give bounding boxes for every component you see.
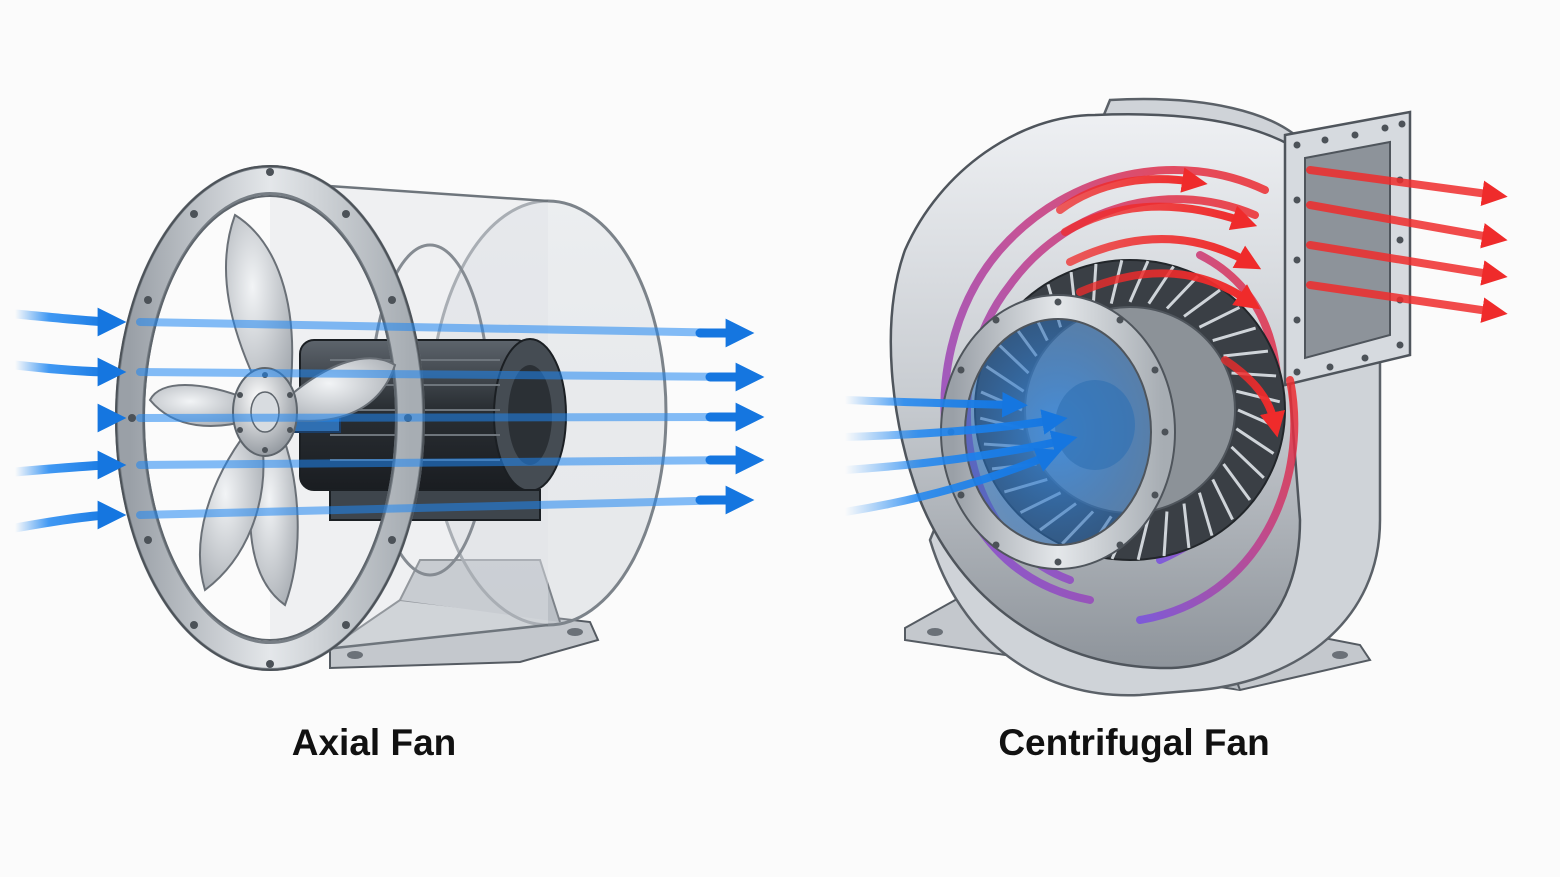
impeller-blade (1162, 511, 1169, 557)
inlet-arrow (841, 448, 1062, 516)
axial-fan-label: Axial Fan (291, 722, 457, 763)
outlet-arrow (1306, 201, 1508, 249)
axial-airflow (10, 307, 127, 533)
impeller-blade (1136, 516, 1151, 561)
impeller-blade (1165, 275, 1199, 310)
impeller-blade (1223, 349, 1269, 358)
outlet-arrow (1306, 281, 1508, 323)
impeller-blade (1128, 260, 1150, 303)
impeller-blade (1236, 389, 1281, 404)
inlet-arrow (841, 391, 1028, 418)
impeller-blade (1183, 288, 1221, 318)
impeller-blade (1235, 427, 1275, 455)
axial-inflow-arrow (10, 450, 127, 480)
curved-discharge-arrow (1061, 202, 1258, 236)
curved-discharge-arrow (1056, 167, 1208, 214)
centrifugal-inlet-flow (841, 391, 1078, 516)
centrifugal-outlet-flow (1306, 166, 1508, 323)
axial-airflow-through (136, 318, 749, 519)
axial-outflow (695, 318, 765, 515)
curved-discharge-arrow (1066, 235, 1262, 270)
impeller-blade (1230, 445, 1265, 479)
axial-fan (10, 165, 765, 671)
outlet-arrow (1306, 241, 1508, 286)
impeller-blade (1222, 463, 1252, 501)
impeller-blade (1211, 478, 1234, 521)
centrifugal-discharge-flow (1056, 167, 1286, 438)
impeller-blade (1197, 492, 1214, 537)
curved-discharge-arrow (1221, 356, 1286, 438)
curved-discharge-arrow (1076, 269, 1261, 310)
centrifugal-fan-label: Centrifugal Fan (998, 722, 1270, 763)
impeller-blade (1182, 503, 1191, 549)
axial-blade (225, 213, 294, 397)
axial-inflow-arrow (10, 500, 127, 533)
axial-inflow-arrow (10, 307, 127, 337)
centrifugal-fan (841, 97, 1508, 697)
inlet-arrow (841, 430, 1078, 474)
impeller-blade (1212, 326, 1257, 343)
inlet-arrow (841, 409, 1068, 441)
axial-inflow-arrow (10, 357, 127, 387)
impeller-blade (1198, 306, 1241, 329)
swirl-arc (1136, 376, 1299, 624)
outlet-arrow (1306, 166, 1508, 206)
axial-hub (232, 367, 298, 457)
